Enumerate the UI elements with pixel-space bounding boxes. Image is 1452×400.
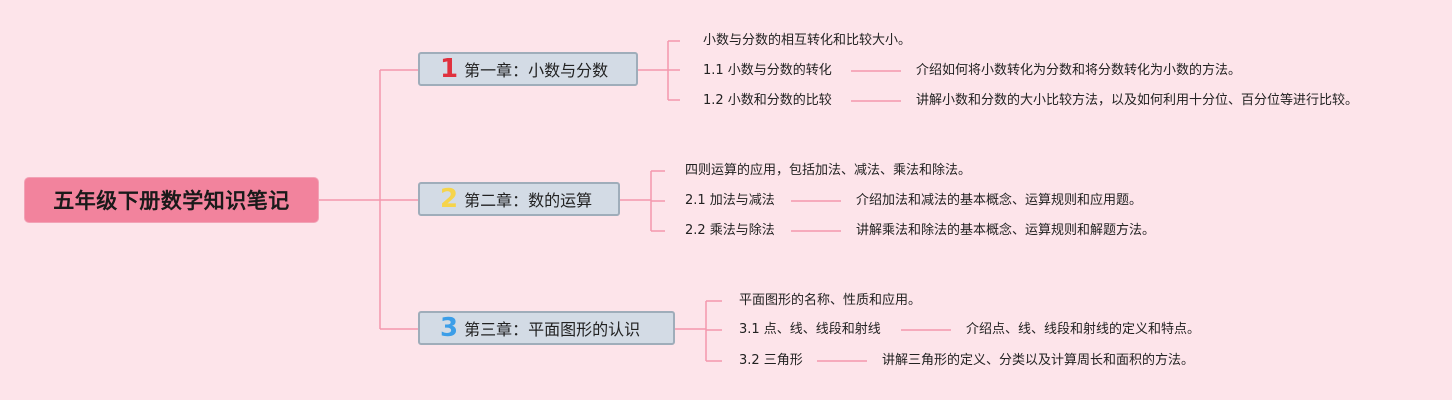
chapter-2-summary: 四则运算的应用，包括加法、减法、乘法和除法。 (685, 163, 972, 178)
chapter-2-node[interactable]: 2 第二章：数的运算 (418, 182, 620, 216)
number-three-icon: 3 (440, 313, 459, 343)
section-1-2-detail: 讲解小数和分数的大小比较方法，以及如何利用十分位、百分位等进行比较。 (916, 93, 1359, 108)
chapter-1-title: 第一章：小数与分数 (464, 61, 609, 80)
section-2-2-label: 2.2 乘法与除法 (685, 223, 775, 238)
section-2-2-detail: 讲解乘法和除法的基本概念、运算规则和解题方法。 (856, 223, 1156, 238)
chapter-3-title: 第三章：平面图形的认识 (464, 320, 641, 339)
chapter-1-summary: 小数与分数的相互转化和比较大小。 (703, 33, 912, 48)
section-3-2-label: 3.2 三角形 (739, 353, 803, 368)
section-1-1-detail: 介绍如何将小数转化为分数和将分数转化为小数的方法。 (916, 63, 1242, 78)
section-1-1-label: 1.1 小数与分数的转化 (703, 63, 832, 78)
number-one-icon: 1 (440, 54, 459, 84)
section-3-1-detail: 介绍点、线、线段和射线的定义和特点。 (966, 322, 1201, 337)
section-3-1-label: 3.1 点、线、线段和射线 (739, 322, 881, 337)
section-1-2-label: 1.2 小数和分数的比较 (703, 93, 832, 108)
root-topic[interactable]: 五年级下册数学知识笔记 (25, 178, 318, 222)
section-2-1-label: 2.1 加法与减法 (685, 193, 775, 208)
chapter-3-node[interactable]: 3 第三章：平面图形的认识 (418, 311, 675, 345)
chapter-1-node[interactable]: 1 第一章：小数与分数 (418, 52, 638, 86)
number-two-icon: 2 (440, 184, 459, 214)
chapter-2-title: 第二章：数的运算 (464, 191, 593, 210)
chapter-3-summary: 平面图形的名称、性质和应用。 (739, 293, 922, 308)
section-2-1-detail: 介绍加法和减法的基本概念、运算规则和应用题。 (856, 193, 1143, 208)
section-3-2-detail: 讲解三角形的定义、分类以及计算周长和面积的方法。 (882, 353, 1195, 368)
